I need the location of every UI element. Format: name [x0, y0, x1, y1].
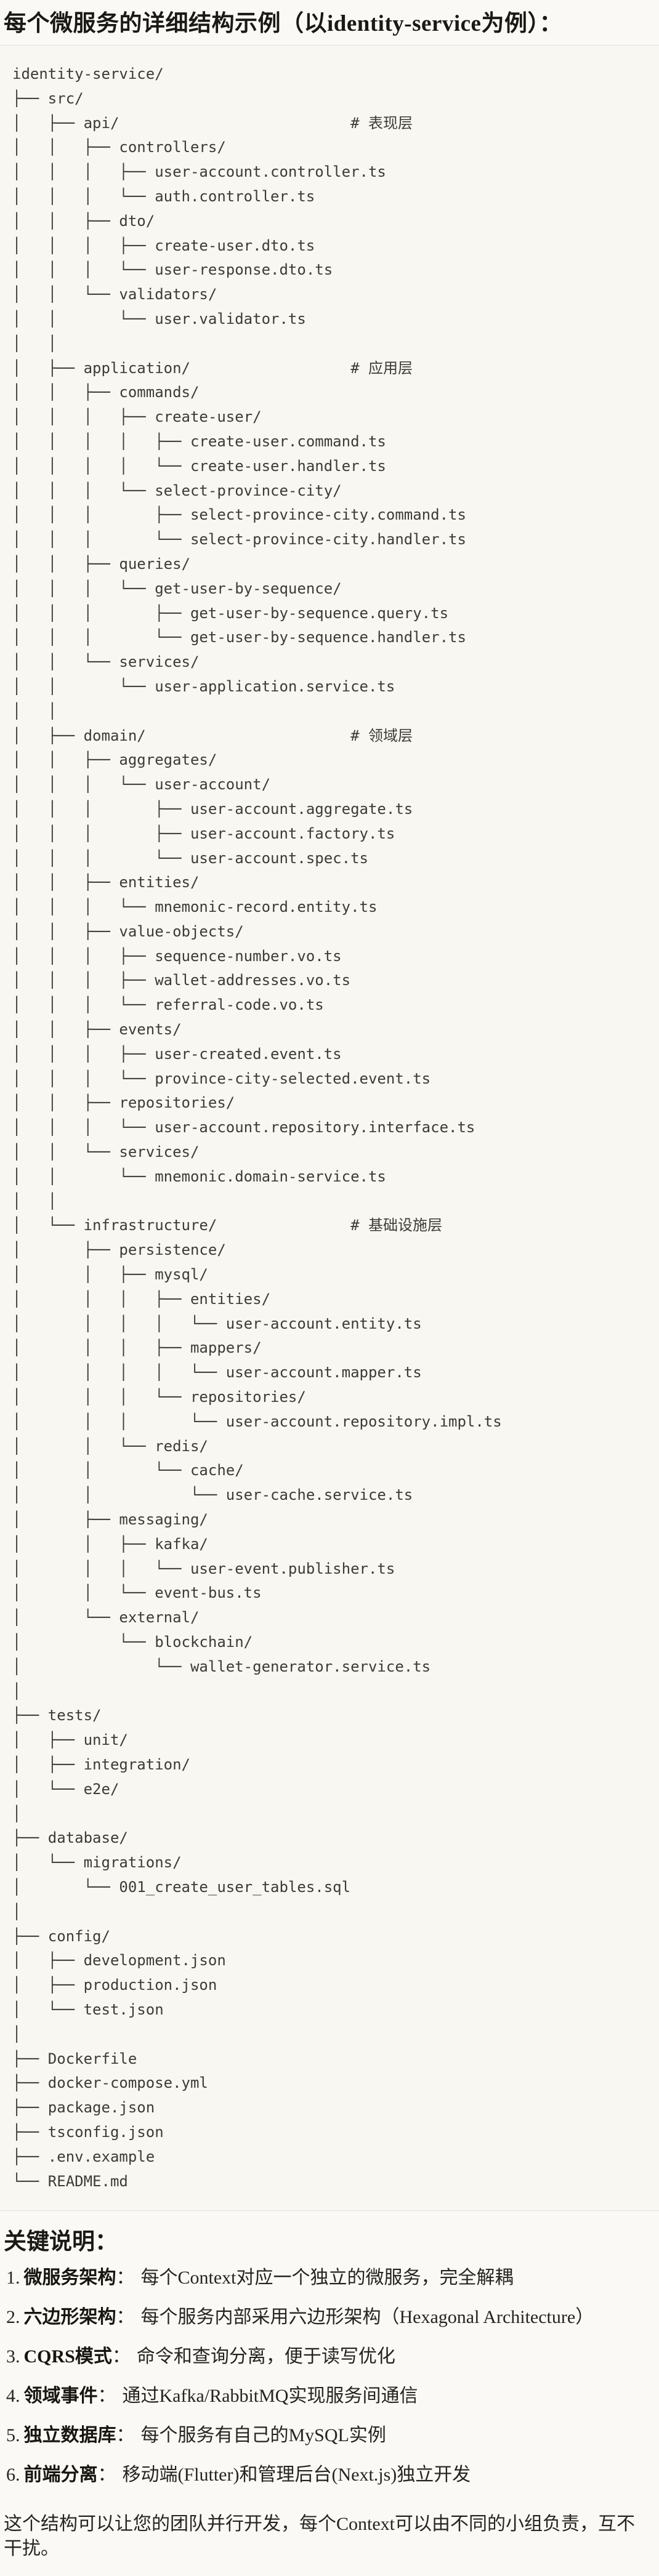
note-label: 前端分离 [23, 2465, 98, 2485]
note-number: 4. [6, 2386, 20, 2407]
page-title: 每个微服务的详细结构示例（以identity-service为例）： [4, 11, 562, 36]
note-number: 1. [6, 2268, 20, 2288]
note-label: 独立数据库 [23, 2425, 116, 2446]
code-block: identity-service/ ├── src/ │ ├── api/ # … [0, 45, 659, 2212]
directory-tree: identity-service/ ├── src/ │ ├── api/ # … [12, 65, 502, 2190]
note-text: 每个Context对应一个独立的微服务，完全解耦 [140, 2268, 514, 2288]
note-number: 2. [6, 2307, 20, 2328]
note-label: 微服务架构 [23, 2268, 116, 2288]
note-separator: ： [97, 2386, 116, 2407]
note-number: 6. [6, 2465, 20, 2485]
note-item: 5.独立数据库：每个服务有自己的MySQL实例 [6, 2423, 653, 2448]
note-item: 4.领域事件： 通过Kafka/RabbitMQ实现服务间通信 [6, 2384, 653, 2409]
note-text: 每个服务有自己的MySQL实例 [140, 2425, 386, 2446]
note-number: 5. [6, 2425, 20, 2446]
note-separator: ： [116, 2425, 135, 2446]
note-text: 每个服务内部采用六边形架构（Hexagonal Architecture） [140, 2307, 594, 2328]
note-separator: ： [97, 2465, 116, 2485]
note-text: 通过Kafka/RabbitMQ实现服务间通信 [122, 2386, 418, 2407]
note-item: 3.CQRS模式：命令和查询分离，便于读写优化 [6, 2345, 653, 2369]
note-item: 6.前端分离： 移动端(Flutter)和管理后台(Next.js)独立开发 [6, 2463, 653, 2487]
note-item: 2.六边形架构：每个服务内部采用六边形架构（Hexagonal Architec… [6, 2305, 653, 2330]
notes-heading: 关键说明： [4, 2229, 118, 2255]
note-text: 移动端(Flutter)和管理后台(Next.js)独立开发 [122, 2465, 471, 2485]
note-separator: ： [116, 2307, 135, 2328]
note-label: CQRS模式 [23, 2346, 112, 2367]
note-separator: ： [111, 2346, 131, 2367]
note-label: 六边形架构 [23, 2307, 116, 2328]
note-text: 命令和查询分离，便于读写优化 [136, 2346, 395, 2367]
note-item: 1.微服务架构：每个Context对应一个独立的微服务，完全解耦 [6, 2266, 653, 2290]
closing-paragraph: 这个结构可以让您的团队并行开发，每个Context可以由不同的小组负责，互不干扰… [4, 2514, 635, 2559]
note-number: 3. [6, 2346, 20, 2367]
note-separator: ： [116, 2268, 135, 2288]
note-label: 领域事件 [23, 2386, 98, 2407]
